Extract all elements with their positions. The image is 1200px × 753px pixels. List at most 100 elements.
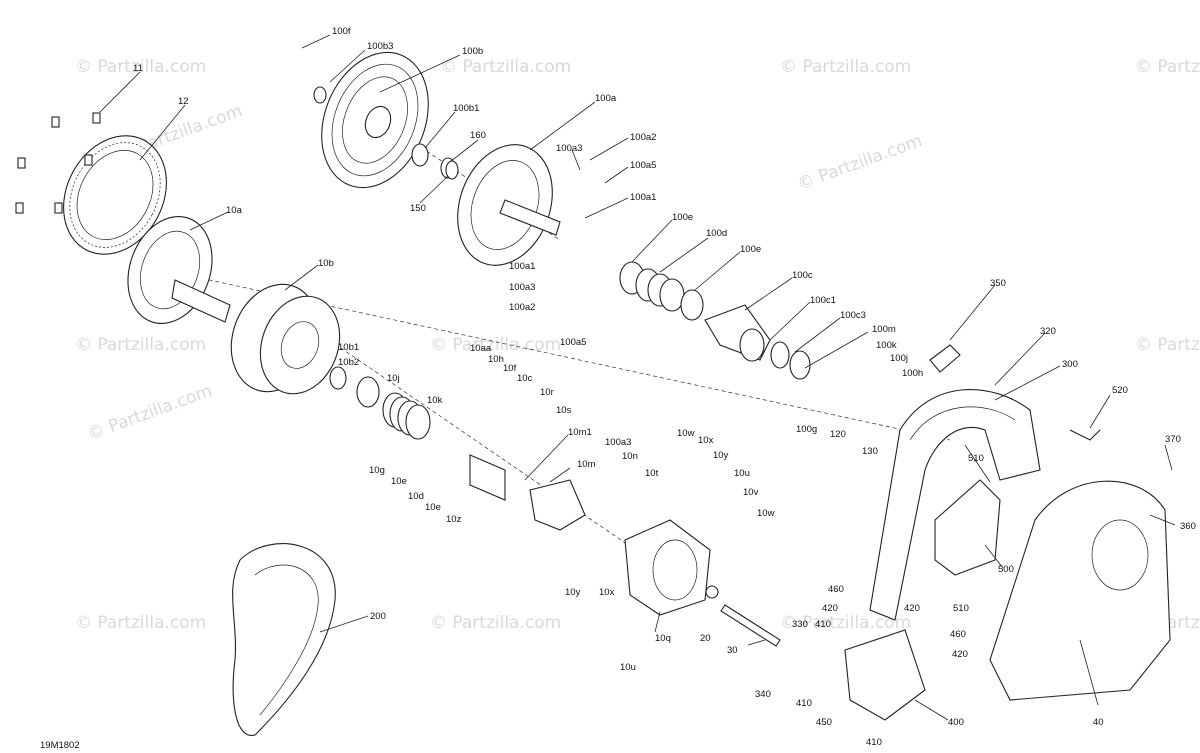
callout-label: 100c3: [840, 310, 866, 321]
callout-label: 200: [370, 611, 386, 622]
callout-label: 350: [990, 278, 1006, 289]
bracket-400: [844, 629, 926, 721]
callout-label: 10y: [565, 587, 581, 598]
callout-label: 10y: [713, 450, 729, 461]
callout-label: 10s: [556, 405, 572, 416]
callout-label: 100b3: [367, 41, 393, 52]
callout-label: 10e: [425, 502, 441, 513]
callout-label: 10j: [387, 373, 400, 384]
ring-150: [445, 160, 459, 180]
callout-label: 10r: [540, 387, 554, 398]
callout-labels: 100f 100b3 100b 11 12 100b1 100a 160 100…: [133, 26, 1196, 748]
callout-label: 10b1: [338, 342, 359, 353]
watermark: © Partzilla.com: [795, 131, 925, 195]
cam-100c: [704, 304, 811, 380]
guard-300: [869, 389, 1041, 621]
watermark: © Partzilla.com: [75, 57, 206, 77]
callout-label: 10w: [677, 428, 695, 439]
callout-label: 10u: [620, 662, 636, 673]
callout-label: 10g: [369, 465, 385, 476]
callout-label: 130: [862, 446, 878, 457]
callout-label: 420: [904, 603, 920, 614]
callout-label: 10x: [599, 587, 615, 598]
callout-label: 460: [828, 584, 844, 595]
callout-label: 420: [822, 603, 838, 614]
callout-label: 10c: [517, 373, 533, 384]
callout-label: 10h: [488, 354, 504, 365]
callout-label: 10n: [622, 451, 638, 462]
callout-label: 40: [1093, 717, 1104, 728]
callout-label: 100e: [740, 244, 761, 255]
callout-label: 120: [830, 429, 846, 440]
callout-label: 320: [1040, 326, 1056, 337]
watermark: © Partzilla.com: [440, 57, 571, 77]
callout-label: 10d: [408, 491, 424, 502]
callout-label: 100g: [796, 424, 817, 435]
clip-350: [929, 344, 961, 373]
watermark: © Partzilla.com: [430, 335, 561, 355]
callout-label: 100a5: [560, 337, 586, 348]
callout-label: 500: [998, 564, 1014, 575]
watermark: © Partzilla.com: [1135, 335, 1200, 355]
callout-label: 420: [952, 649, 968, 660]
callout-label: 10b: [318, 258, 334, 269]
fixed-sheave-10a: [127, 215, 231, 325]
bushing-10z: [469, 454, 506, 501]
bracket-500: [934, 479, 1001, 576]
callout-label: 30: [727, 645, 738, 656]
callout-label: 520: [1112, 385, 1128, 396]
callout-label: 100k: [876, 340, 897, 351]
callout-label: 11: [133, 63, 143, 74]
housing-10q: [624, 519, 711, 616]
leader-lines: [99, 34, 1176, 721]
callout-label: 300: [1062, 359, 1078, 370]
callout-label: 100e: [672, 212, 693, 223]
bushing-100b1: [411, 143, 429, 167]
callout-label: 510: [953, 603, 969, 614]
callout-label: 100a1: [509, 261, 535, 272]
callout-label: 100a: [595, 93, 617, 104]
callout-label: 10e: [391, 476, 407, 487]
callout-label: 100b1: [453, 103, 479, 114]
callout-label: 360: [1180, 521, 1196, 532]
bolts-11: [15, 112, 101, 214]
callout-label: 330: [792, 619, 808, 630]
callout-label: 100a5: [630, 160, 656, 171]
watermark: © Partzilla.com: [85, 381, 215, 445]
watermark: © Partzilla.com: [780, 57, 911, 77]
axis-line: [139, 264, 951, 441]
callout-label: 100b: [462, 46, 483, 57]
callout-label: 510: [968, 453, 984, 464]
callout-label: 10m: [577, 459, 596, 470]
callout-label: 370: [1165, 434, 1181, 445]
callout-label: 10v: [743, 487, 759, 498]
callout-label: 100f: [332, 26, 351, 37]
diagram-reference-code: 19M1802: [40, 740, 80, 751]
bolt-30: [720, 604, 781, 647]
callout-label: 460: [950, 629, 966, 640]
callout-label: 160: [470, 130, 486, 141]
callout-label: 10f: [503, 363, 517, 374]
cover-360: [989, 480, 1171, 701]
callout-label: 10k: [427, 395, 443, 406]
callout-label: 10m1: [568, 427, 592, 438]
callout-label: 150: [410, 203, 426, 214]
callout-label: 10u: [734, 468, 750, 479]
callout-label: 100m: [872, 324, 896, 335]
spring-100d: [619, 261, 704, 321]
callout-label: 450: [816, 717, 832, 728]
callout-label: 100h: [902, 368, 923, 379]
sheave-100a: [457, 144, 561, 266]
callout-label: 100a3: [556, 143, 582, 154]
callout-label: 10aa: [470, 343, 492, 354]
callout-label: 20: [700, 633, 711, 644]
callout-label: 100c1: [810, 295, 836, 306]
callout-label: 10w: [757, 508, 775, 519]
callout-label: 12: [178, 96, 189, 107]
axis-line: [299, 319, 651, 561]
callout-label: 100a3: [509, 282, 535, 293]
watermark: © Partzilla.com: [430, 613, 561, 633]
callout-label: 100c: [792, 270, 813, 281]
